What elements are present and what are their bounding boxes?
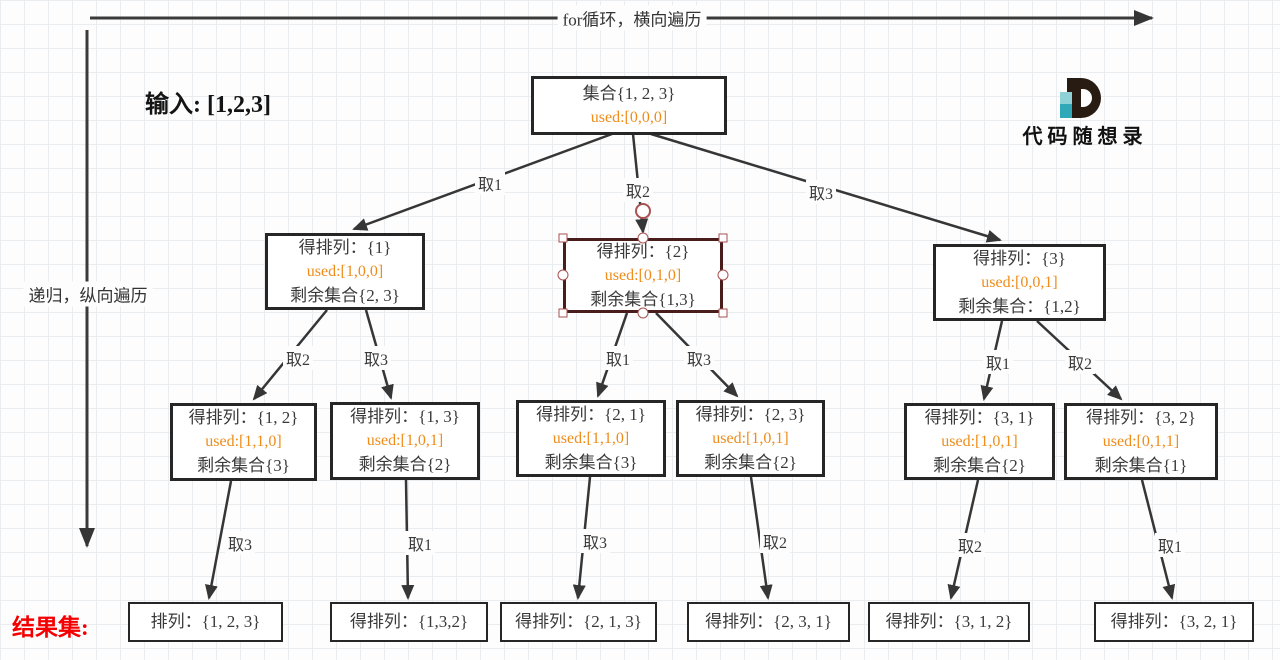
selection-handle-w[interactable] — [557, 269, 569, 281]
edge-label-take1[interactable]: 取1 — [1154, 533, 1186, 557]
node-rest-text: 剩余集合{2} — [358, 455, 452, 474]
result-set-caption: 结果集: — [12, 615, 89, 640]
logo-title: 代码随想录 — [1022, 126, 1148, 148]
node-used-text: used:[1,0,1] — [941, 432, 1018, 450]
edge-m1-f1 — [205, 480, 233, 600]
node-rest-text: 剩余集合{2} — [933, 455, 1026, 475]
node-used-text: used:[1,1,0] — [205, 433, 282, 450]
selection-handle-e[interactable] — [717, 269, 729, 281]
node-used-text: used:[0,0,0] — [590, 108, 668, 126]
logo: 代码随想录 — [1000, 76, 1170, 148]
node-perm-32[interactable]: 得排列：{3, 2} used:[0,1,1] 剩余集合{1} — [1064, 403, 1218, 480]
node-used-text: used:[1,1,0] — [552, 429, 630, 447]
leaf-123[interactable]: 排列：{1, 2, 3} — [128, 602, 283, 642]
node-rest-text: 剩余集合：{1,2} — [958, 296, 1081, 316]
selection-handle-sw[interactable] — [558, 308, 568, 318]
leaf-321[interactable]: 得排列：{3, 2, 1} — [1094, 602, 1254, 642]
node-rest-text: 剩余集合{1} — [1094, 455, 1188, 475]
edge-label-take3[interactable]: 取3 — [683, 346, 715, 370]
node-used-text: used:[1,0,1] — [366, 432, 444, 449]
node-rest-text: 剩余集合{2} — [704, 452, 797, 472]
node-used-text: used:[0,1,1] — [1102, 432, 1180, 450]
node-perm-2-selected[interactable]: 得排列：{2} used:[0,1,0] 剩余集合{1,3} — [563, 238, 723, 313]
node-perm-13[interactable]: 得排列：{1, 3} used:[1,0,1] 剩余集合{2} — [330, 402, 480, 480]
leaf-231[interactable]: 得排列：{2, 3, 1} — [687, 602, 850, 642]
edge-label-take1[interactable]: 取1 — [474, 171, 506, 195]
node-perm-text: 得排列：{3, 2} — [1086, 407, 1196, 427]
node-perm-3[interactable]: 得排列：{3} used:[0,0,1] 剩余集合：{1,2} — [933, 244, 1106, 321]
node-rest-text: 剩余集合{2, 3} — [290, 285, 400, 305]
node-perm-text: 得排列：{3, 1} — [924, 407, 1035, 427]
edge-label-take1[interactable]: 取1 — [602, 346, 634, 370]
for-loop-arrow-label: for循环，横向遍历 — [557, 5, 707, 31]
node-rest-text: 剩余集合{3} — [544, 452, 638, 472]
leaf-213[interactable]: 得排列：{2, 1, 3} — [500, 602, 657, 642]
selection-handle-ne[interactable] — [718, 233, 728, 243]
node-used-text: used:[1,0,1] — [712, 429, 789, 447]
node-set-text: 集合{1, 2, 3} — [582, 83, 676, 103]
node-perm-text: 得排列：{1} — [298, 237, 392, 257]
node-used-text: used:[0,0,1] — [981, 273, 1058, 291]
leaf-text: 得排列：{2, 1, 3} — [515, 612, 642, 631]
recursion-arrow-label: 递归，纵向遍历 — [23, 281, 153, 307]
node-perm-1[interactable]: 得排列：{1} used:[1,0,0] 剩余集合{2, 3} — [265, 233, 425, 310]
edge-label-take3[interactable]: 取3 — [805, 180, 837, 204]
edge-label-take2[interactable]: 取2 — [954, 533, 986, 557]
leaf-text: 得排列：{2, 3, 1} — [705, 612, 832, 631]
node-perm-21[interactable]: 得排列：{2, 1} used:[1,1,0] 剩余集合{3} — [516, 400, 666, 477]
node-rest-text: 剩余集合{1,3} — [590, 289, 696, 309]
leaf-text: 排列：{1, 2, 3} — [150, 612, 261, 631]
selection-handle-n[interactable] — [637, 232, 649, 244]
node-perm-text: 得排列：{3} — [973, 248, 1066, 268]
edge-label-take1[interactable]: 取1 — [404, 531, 436, 555]
node-root[interactable]: 集合{1, 2, 3} used:[0,0,0] — [531, 76, 727, 135]
node-perm-text: 得排列：{2} — [596, 241, 690, 261]
edge-label-take2[interactable]: 取2 — [759, 529, 791, 553]
node-perm-text: 得排列：{1, 3} — [350, 407, 460, 426]
leaf-text: 得排列：{1,3,2} — [349, 612, 469, 631]
node-used-text: used:[1,0,0] — [306, 262, 384, 280]
node-perm-text: 得排列：{2, 3} — [695, 404, 806, 424]
edge-label-take2[interactable]: 取2 — [282, 346, 314, 370]
node-perm-23[interactable]: 得排列：{2, 3} used:[1,0,1] 剩余集合{2} — [676, 400, 825, 477]
edge-label-take3[interactable]: 取3 — [360, 346, 392, 370]
selection-handle-s[interactable] — [637, 307, 649, 319]
edge-label-take1[interactable]: 取1 — [982, 350, 1014, 374]
node-perm-text: 得排列：{1, 2} — [188, 408, 299, 427]
edge-label-take2[interactable]: 取2 — [1064, 350, 1096, 374]
edge-m4-f4 — [749, 476, 773, 600]
edge-label-take3[interactable]: 取3 — [579, 529, 611, 553]
leaf-text: 得排列：{3, 2, 1} — [1110, 612, 1238, 631]
edge-label-take2[interactable]: 取2 — [622, 178, 654, 202]
logo-d-icon — [1060, 78, 1102, 118]
edge-endpoint-handle[interactable] — [635, 203, 651, 219]
selection-handle-nw[interactable] — [558, 233, 568, 243]
input-caption: 输入: [1,2,3] — [145, 92, 271, 118]
node-used-text: used:[0,1,0] — [604, 266, 682, 284]
leaf-text: 得排列：{3, 1, 2} — [885, 612, 1013, 631]
edge-label-take3[interactable]: 取3 — [224, 531, 256, 555]
selection-handle-se[interactable] — [718, 308, 728, 318]
leaf-312[interactable]: 得排列：{3, 1, 2} — [868, 602, 1030, 642]
node-perm-text: 得排列：{2, 1} — [536, 404, 646, 424]
node-rest-text: 剩余集合{3} — [197, 456, 290, 475]
node-perm-31[interactable]: 得排列：{3, 1} used:[1,0,1] 剩余集合{2} — [904, 403, 1055, 480]
leaf-132[interactable]: 得排列：{1,3,2} — [330, 602, 488, 642]
node-perm-12[interactable]: 得排列：{1, 2} used:[1,1,0] 剩余集合{3} — [170, 403, 317, 481]
